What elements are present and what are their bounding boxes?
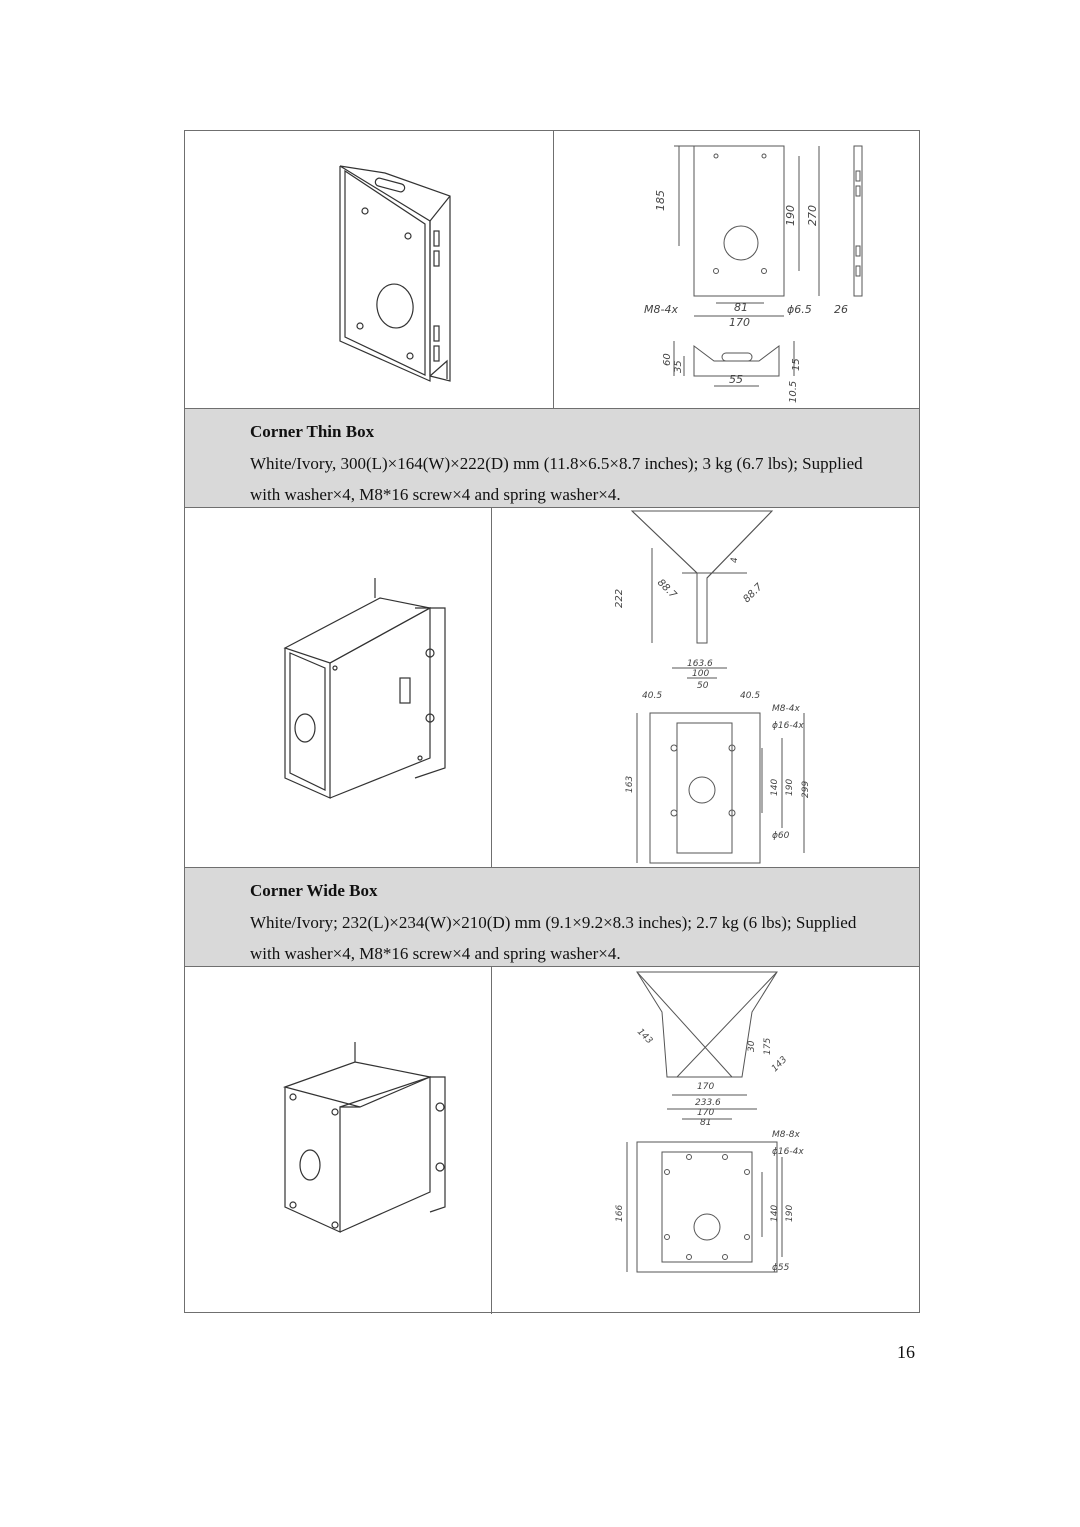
dim-190: 190: [785, 779, 795, 796]
third-box-dimension-drawing: 143 143 30 175 170 233.6 170 81 M8-8x ϕ1…: [492, 967, 921, 1314]
dim-1636: 163.6: [687, 659, 713, 669]
dim-887-left: 88.7: [655, 577, 679, 601]
dim-100: 100: [692, 669, 709, 679]
thin-box-isometric-drawing: [185, 131, 553, 408]
dim-81: 81: [734, 301, 748, 314]
dim-270: 270: [806, 205, 819, 226]
dim-887-right: 88.7: [741, 581, 765, 605]
wide-box-spec-line2: with washer×4, M8*16 screw×4 and spring …: [250, 944, 621, 963]
dim-405-left: 40.5: [642, 691, 662, 701]
thin-box-spec-line2: with washer×4, M8*16 screw×4 and spring …: [250, 485, 621, 504]
wide-box-spec-line1: White/Ivory; 232(L)×234(W)×210(D) mm (9.…: [250, 913, 857, 932]
dim-m8: M8-4x: [644, 303, 678, 316]
thin-box-title: Corner Thin Box: [250, 422, 375, 441]
thin-box-isometric-svg: [339, 165, 451, 382]
third-box-drawing-row: 143 143 30 175 170 233.6 170 81 M8-8x ϕ1…: [185, 967, 919, 1314]
dim-60: 60: [662, 353, 673, 366]
third-box-isometric-drawing: [185, 967, 491, 1314]
thin-box-dimension-drawing: 185 190 270 81 170 ϕ6.5 M8-4x 26 60 35 5…: [554, 131, 921, 408]
dim-170: 170: [697, 1082, 714, 1092]
dim-81: 81: [700, 1118, 711, 1128]
thin-box-drawing-row: 185 190 270 81 170 ϕ6.5 M8-4x 26 60 35 5…: [185, 131, 919, 408]
dim-phi55: ϕ55: [772, 1263, 790, 1273]
wide-box-dimension-svg: 222 88.7 88.7 4 163.6 100 50 40.5 40.5 M…: [614, 510, 811, 864]
dim-phi60: ϕ60: [772, 831, 790, 841]
dim-30: 30: [747, 1040, 757, 1052]
dim-190: 190: [785, 1205, 795, 1222]
wide-box-isometric-drawing: [185, 508, 491, 867]
wide-box-dimension-drawing: 222 88.7 88.7 4 163.6 100 50 40.5 40.5 M…: [492, 508, 921, 867]
dim-phi16: ϕ16-4x: [772, 721, 804, 731]
thin-box-spec-line1: White/Ivory, 300(L)×164(W)×222(D) mm (11…: [250, 454, 863, 473]
page-number: 16: [897, 1342, 915, 1362]
dim-26: 26: [834, 303, 848, 316]
dim-phi65: ϕ6.5: [787, 303, 812, 316]
wide-box-caption: Corner Wide Box White/Ivory; 232(L)×234(…: [185, 867, 919, 967]
wide-box-drawing-row: 222 88.7 88.7 4 163.6 100 50 40.5 40.5 M…: [185, 508, 919, 867]
dim-299: 299: [801, 781, 811, 798]
dim-55: 55: [729, 373, 743, 386]
dim-m8: M8-8x: [772, 1130, 800, 1140]
dim-143-left: 143: [635, 1027, 654, 1046]
dim-190: 190: [784, 205, 797, 226]
third-box-isometric-svg: [282, 1042, 446, 1233]
dim-15: 15: [791, 358, 802, 371]
dim-175: 175: [763, 1038, 773, 1055]
dim-50: 50: [697, 681, 709, 691]
dim-166: 166: [615, 1205, 625, 1222]
dim-143-right: 143: [770, 1055, 789, 1074]
dim-35: 35: [673, 360, 684, 373]
thin-box-dimension-svg: 185 190 270 81 170 ϕ6.5 M8-4x 26 60 35 5…: [644, 145, 863, 403]
dim-2336: 233.6: [695, 1098, 721, 1108]
dim-140: 140: [770, 779, 780, 796]
dim-105: 10.5: [788, 381, 799, 403]
dim-222: 222: [614, 589, 625, 608]
wide-box-title: Corner Wide Box: [250, 881, 378, 900]
dim-170: 170: [729, 316, 750, 329]
dim-m8: M8-4x: [772, 704, 800, 714]
third-box-dimension-svg: 143 143 30 175 170 233.6 170 81 M8-8x ϕ1…: [615, 971, 804, 1273]
dim-405-right: 40.5: [740, 691, 760, 701]
product-table: 185 190 270 81 170 ϕ6.5 M8-4x 26 60 35 5…: [184, 130, 920, 1314]
dim-170b: 170: [697, 1108, 714, 1118]
wide-box-isometric-svg: [283, 578, 446, 799]
dim-163: 163: [625, 776, 635, 793]
dim-phi16: ϕ16-4x: [772, 1147, 804, 1157]
dim-140: 140: [770, 1205, 780, 1222]
dim-4: 4: [730, 557, 740, 563]
dim-185: 185: [654, 190, 667, 211]
thin-box-caption: Corner Thin Box White/Ivory, 300(L)×164(…: [185, 408, 919, 508]
